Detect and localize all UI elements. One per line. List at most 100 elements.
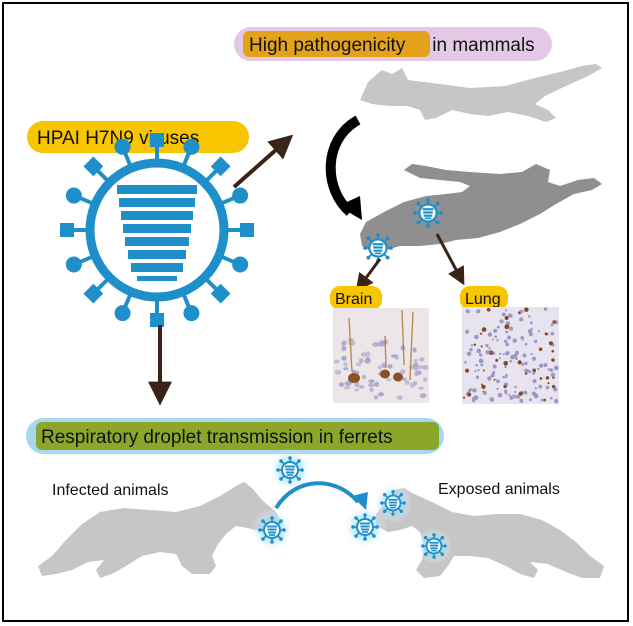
histology-cell <box>502 375 506 379</box>
lung-histology-image <box>462 307 559 404</box>
histology-cell <box>508 326 514 331</box>
histology-cell <box>539 377 543 380</box>
histology-cell <box>481 327 487 332</box>
arrow-to-mammals <box>232 134 294 189</box>
histology-cell <box>530 321 533 325</box>
histology-cell <box>543 307 548 311</box>
histology-cell <box>341 342 346 347</box>
histology-cell <box>504 309 508 312</box>
histology-cell <box>481 384 486 389</box>
histology-cell <box>487 332 493 337</box>
transmission-label-text: Respiratory droplet transmission in ferr… <box>41 427 393 448</box>
histology-cell <box>480 345 483 348</box>
histology-cell <box>495 358 499 362</box>
histology-cell <box>479 358 482 361</box>
transmission-arrow <box>274 481 360 510</box>
histology-cell <box>493 378 496 381</box>
histology-cell <box>355 362 362 367</box>
histology-cell <box>547 381 550 385</box>
histology-cell <box>505 330 509 334</box>
histology-cell <box>513 396 517 399</box>
histology-cell <box>534 387 537 390</box>
histology-cell <box>473 343 477 346</box>
histology-cell <box>490 373 495 378</box>
histology-cell <box>519 309 524 314</box>
histology-cell <box>413 358 419 363</box>
transmission-banner: Respiratory droplet transmission in ferr… <box>26 418 444 454</box>
histology-cell <box>377 392 384 397</box>
histology-cell <box>482 369 485 372</box>
histology-cell <box>496 339 499 342</box>
virus-particle-icon <box>258 516 286 544</box>
histology-cell <box>551 358 555 362</box>
infected-animals-label: Infected animals <box>52 482 169 499</box>
pathogenicity-label-highlight: High pathogenicity <box>249 35 406 56</box>
virus-spike-tip <box>240 223 254 237</box>
histology-cell <box>390 354 397 358</box>
histology-cell <box>419 393 427 399</box>
virus-particle-icon <box>380 490 406 516</box>
histology-cell <box>543 363 548 368</box>
histology-cell <box>523 390 528 395</box>
histology-cell <box>514 390 517 393</box>
lung-label: Lung <box>460 286 508 310</box>
histology-cell <box>418 386 424 390</box>
virus-spike-tip <box>83 156 104 177</box>
histology-cell <box>415 364 423 370</box>
histology-cell <box>402 377 407 382</box>
histology-cell <box>509 359 513 363</box>
histology-cell <box>473 395 479 400</box>
histology-cell <box>494 335 498 339</box>
histology-cell <box>477 369 480 372</box>
curved-arrow-icon <box>325 115 361 216</box>
virus-spike-tip <box>183 305 200 322</box>
ferret-upright-silhouette <box>360 64 602 122</box>
histology-cell <box>492 370 496 375</box>
histology-cell <box>552 387 558 392</box>
histology-cell <box>358 358 364 364</box>
histology-cell <box>514 357 518 360</box>
histology-cell <box>488 351 491 354</box>
histology-cell <box>528 398 532 402</box>
histology-cell <box>512 338 517 343</box>
histology-cell <box>538 347 543 352</box>
histology-cell <box>551 384 556 389</box>
histology-cell <box>524 342 528 346</box>
histology-cell <box>551 349 555 353</box>
arrow-to-lung <box>435 233 465 286</box>
histology-cell <box>482 390 487 395</box>
histology-cell <box>522 353 527 358</box>
histology-cell <box>553 399 559 404</box>
histology-cell <box>400 369 406 374</box>
histology-cell <box>475 375 480 379</box>
histology-cell <box>532 379 537 384</box>
histology-cell <box>488 347 491 350</box>
virus-spike-tip <box>114 138 131 155</box>
histology-cell <box>462 396 466 399</box>
histology-cell <box>532 371 536 375</box>
virus-spike-tip <box>114 305 131 322</box>
histology-cell <box>358 385 365 389</box>
virus-particle-icon <box>351 513 379 541</box>
histology-cell <box>414 372 419 376</box>
histology-cell <box>552 376 555 379</box>
histology-cell <box>533 339 538 344</box>
histology-cell <box>503 389 508 394</box>
histology-cell <box>465 329 470 334</box>
histology-cell <box>514 385 517 389</box>
histology-cell <box>540 398 544 402</box>
histology-cell <box>374 381 380 388</box>
histology-cell <box>531 356 537 361</box>
histology-cell <box>527 328 533 334</box>
virus-spike-tip <box>150 313 164 327</box>
histology-cell <box>472 389 475 392</box>
virus-spike-tip <box>232 256 249 273</box>
histology-cell <box>512 394 516 397</box>
histology-cell <box>509 314 512 317</box>
histology-cell <box>404 380 410 385</box>
histology-cell <box>524 361 528 366</box>
histology-cell <box>505 373 508 377</box>
histology-cell <box>421 365 429 370</box>
